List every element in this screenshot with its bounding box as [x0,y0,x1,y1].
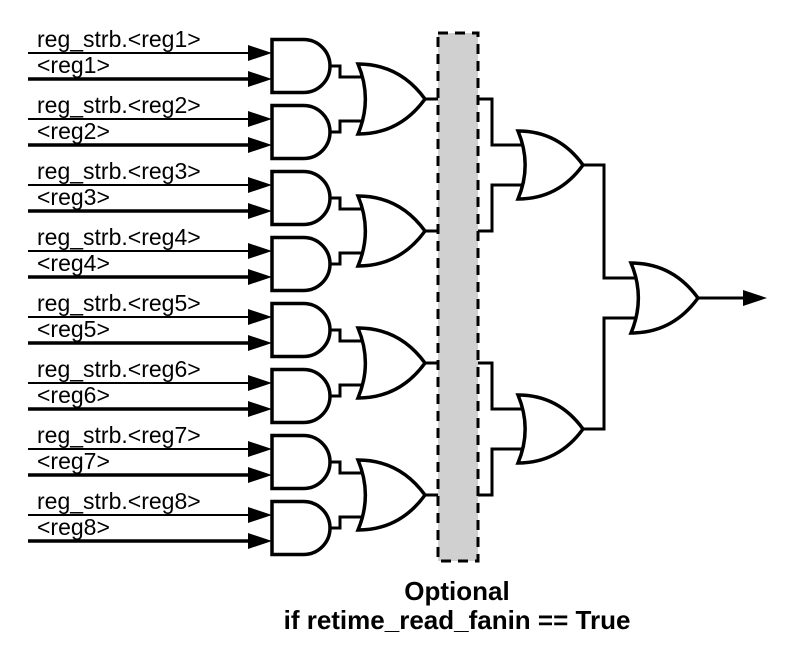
wire-and1-to-or1 [328,64,374,79]
input-arrowhead-value-reg5 [248,335,272,351]
input-arrowhead-strobe-reg2 [248,111,272,127]
wire-and5-to-or3 [328,328,374,343]
input-arrowhead-strobe-reg5 [248,309,272,325]
input-arrowhead-value-reg8 [248,533,272,549]
input-label-strobe-reg4: reg_strb.<reg4> [37,224,201,250]
input-arrowhead-strobe-reg8 [248,507,272,523]
input-arrowhead-value-reg3 [248,203,272,219]
or-gate-stage1-1 [355,62,428,136]
input-arrowhead-value-reg4 [248,269,272,285]
input-label-value-reg6: <reg6> [37,382,110,408]
input-label-strobe-reg1: reg_strb.<reg1> [37,26,201,52]
and-gate-7 [270,433,332,491]
input-arrowhead-value-reg2 [248,137,272,153]
wire-and6-to-or3 [328,383,374,398]
wire-and3-to-or2 [328,196,374,211]
input-label-value-reg8: <reg8> [37,514,110,540]
input-label-value-reg7: <reg7> [37,448,110,474]
input-label-strobe-reg7: reg_strb.<reg7> [37,422,201,448]
input-label-strobe-reg2: reg_strb.<reg2> [37,92,201,118]
input-label-strobe-reg3: reg_strb.<reg3> [37,158,201,184]
and-gate-6 [270,367,332,425]
wire-stage2-2-to-final [581,316,638,431]
gates-layer [270,37,701,557]
or-gate-stage1-2 [355,194,428,268]
optional-region [436,31,480,563]
caption-line-1: Optional [404,576,509,606]
wires-layer [28,45,767,549]
input-label-value-reg4: <reg4> [37,250,110,276]
wire-and8-to-or4 [328,515,374,530]
or-gate-stage2-2 [515,393,586,465]
input-label-value-reg2: <reg2> [37,118,110,144]
or-gate-stage2-1 [515,129,586,201]
input-label-strobe-reg5: reg_strb.<reg5> [37,290,201,316]
or-gate-stage1-3 [355,326,428,400]
wire-and2-to-or1 [328,119,374,134]
input-arrowhead-value-reg7 [248,467,272,483]
and-gate-4 [270,235,332,293]
wire-and7-to-or4 [328,460,374,475]
input-label-value-reg3: <reg3> [37,184,110,210]
caption-line-2: if retime_read_fanin == True [284,605,631,635]
input-arrowhead-strobe-reg1 [248,45,272,61]
input-label-strobe-reg6: reg_strb.<reg6> [37,356,201,382]
and-gate-2 [270,103,332,161]
wire-stage2-1-to-final [581,163,638,280]
or-gate-final [628,261,701,335]
input-arrowhead-value-reg1 [248,71,272,87]
input-arrowhead-strobe-reg4 [248,243,272,259]
wire-and4-to-or2 [328,251,374,266]
or-gate-stage1-4 [355,458,428,532]
annotation-layer: reg_strb.<reg1><reg1>reg_strb.<reg2><reg… [37,26,630,635]
input-label-value-reg1: <reg1> [37,52,110,78]
and-gate-8 [270,499,332,557]
output-arrowhead [743,290,767,306]
input-arrowhead-strobe-reg7 [248,441,272,457]
input-arrowhead-value-reg6 [248,401,272,417]
and-gate-3 [270,169,332,227]
input-arrowhead-strobe-reg6 [248,375,272,391]
and-gate-1 [270,37,332,95]
input-arrowhead-strobe-reg3 [248,177,272,193]
input-label-strobe-reg8: reg_strb.<reg8> [37,488,201,514]
and-gate-5 [270,301,332,359]
input-label-value-reg5: <reg5> [37,316,110,342]
